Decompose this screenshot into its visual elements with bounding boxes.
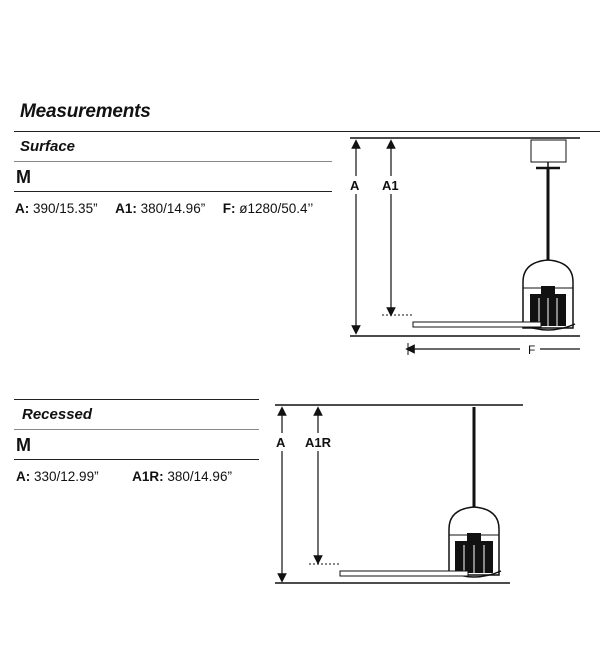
spec-label-f: F: xyxy=(222,201,236,216)
surface-diagram: A A1 F xyxy=(348,137,580,357)
canopy xyxy=(530,139,567,163)
recessed-diagram: A A1R xyxy=(274,404,523,584)
disc xyxy=(339,570,469,577)
recessed-size-code: M xyxy=(16,435,31,455)
title-divider xyxy=(14,131,600,132)
disc-f xyxy=(412,321,542,328)
recessed-title-divider xyxy=(14,429,259,430)
label-a: A xyxy=(276,435,286,450)
spec-value-f: ø1280/50.4’’ xyxy=(239,201,314,216)
spec-label-a1r: A1R: xyxy=(132,469,164,484)
label-a1r: A1R xyxy=(305,435,332,450)
surface-size-divider xyxy=(14,191,332,192)
surface-title-divider xyxy=(14,161,332,162)
surface-section-title: Surface xyxy=(20,138,76,155)
recessed-section-title: Recessed xyxy=(22,406,93,423)
recessed-specs: A: 330/12.99” A1R: 380/14.96” xyxy=(16,469,232,484)
label-f: F xyxy=(528,343,535,357)
label-a1: A1 xyxy=(382,178,399,193)
spec-label-a1: A1: xyxy=(115,201,137,216)
spec-value-a1r: 380/14.96” xyxy=(167,469,232,484)
surface-size-code: M xyxy=(16,167,31,187)
spec-value-a: 330/12.99” xyxy=(34,469,99,484)
spec-value-a1: 380/14.96” xyxy=(140,201,206,216)
spec-label-a: A: xyxy=(15,201,30,216)
recessed-size-divider xyxy=(14,459,259,460)
spec-value-a: 390/15.35” xyxy=(33,201,98,216)
surface-specs: A: 390/15.35” A1: 380/14.96” F: ø1280/50… xyxy=(15,201,313,216)
label-a: A xyxy=(350,178,360,193)
spec-label-a: A: xyxy=(16,469,31,484)
page-title: Measurements xyxy=(20,101,151,122)
recessed-top-divider xyxy=(14,399,259,400)
